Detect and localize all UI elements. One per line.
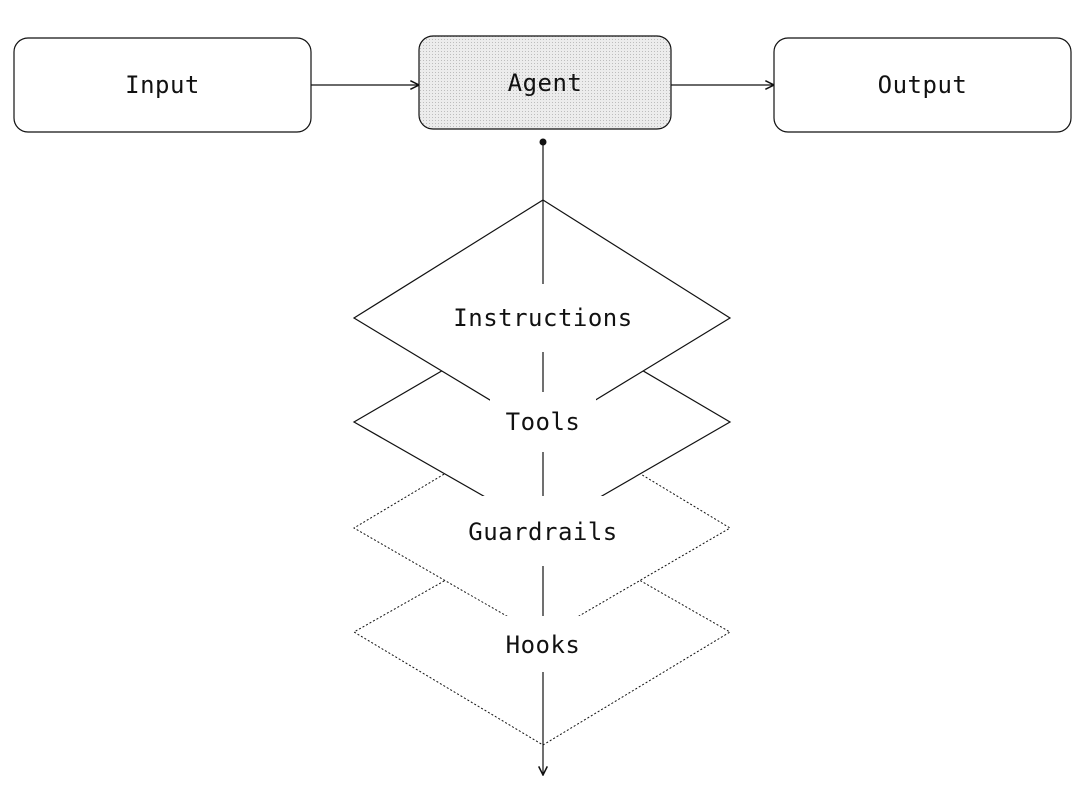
output-node: Output [773,37,1072,133]
instructions-label: Instructions [453,304,632,332]
input-node: Input [13,37,312,133]
agent-node: Agent [418,35,672,130]
hooks-label-bg [490,616,596,672]
agent-label: Agent [508,69,583,97]
tools-label-bg [490,392,596,452]
axis-origin-dot [539,138,547,146]
instructions-label-bg [440,284,646,352]
output-label: Output [878,71,968,99]
input-label: Input [125,71,200,99]
tools-label: Tools [506,408,581,436]
guardrails-label: Guardrails [468,518,618,546]
hooks-label: Hooks [506,631,581,659]
guardrails-label-bg [455,496,631,566]
